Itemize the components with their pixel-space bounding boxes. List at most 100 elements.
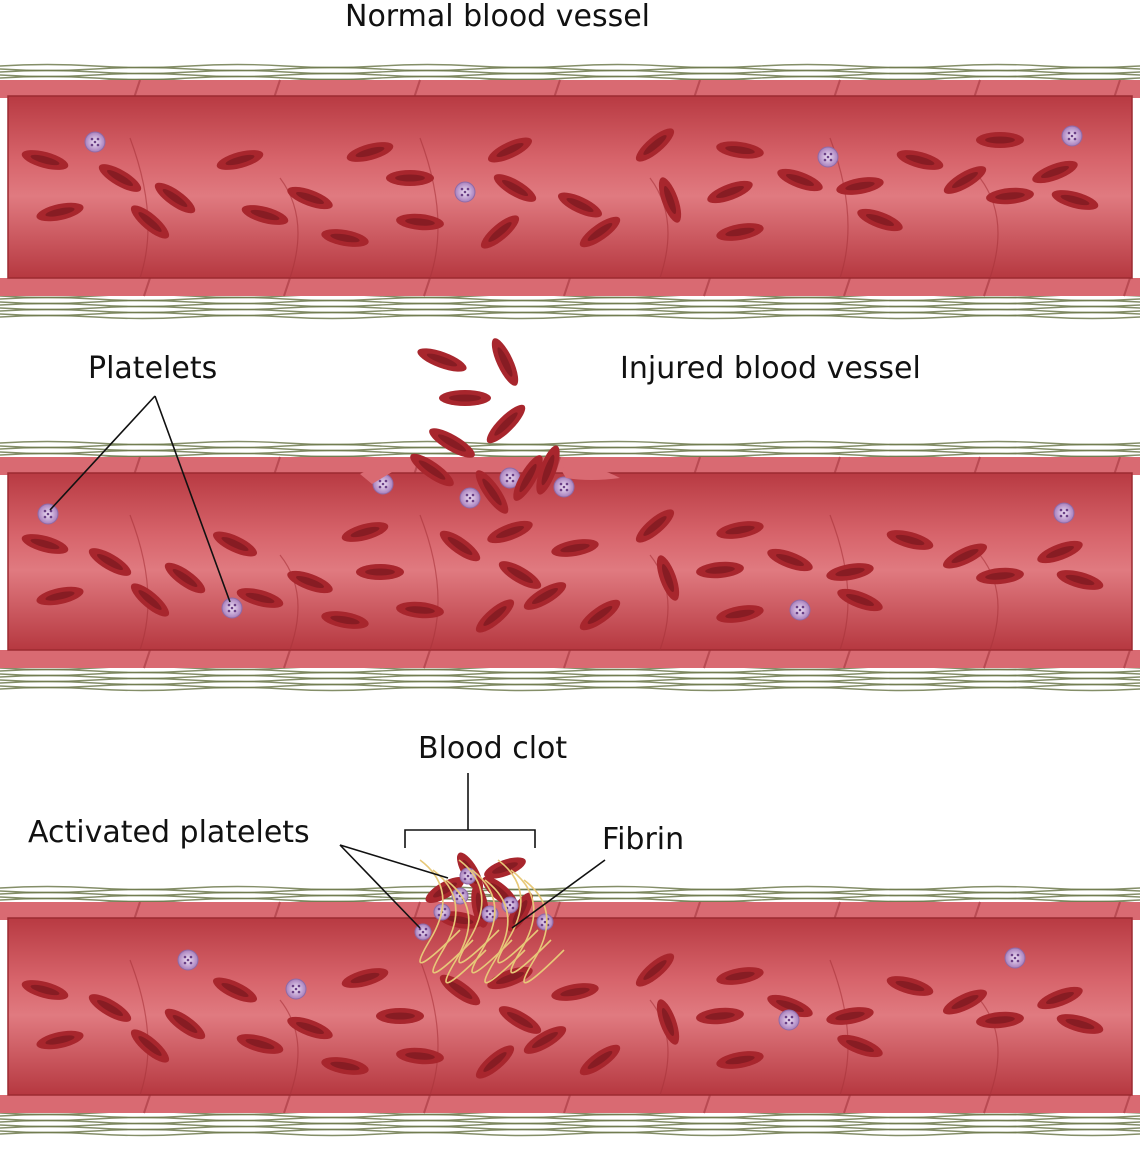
fibrin-strand [419,859,461,964]
fibrin-strand [484,879,526,984]
red-blood-cell [1032,160,1078,184]
red-blood-cell [658,177,682,223]
platelet [817,146,839,168]
vessel-lumen [8,918,1132,1095]
endothelial-border [419,514,439,651]
platelet [454,181,476,203]
wall-cell-border [693,901,701,921]
connective-fiber [0,1113,1140,1119]
red-blood-cell [21,534,69,554]
connective-fiber [0,302,1140,308]
connective-fiber [0,449,1140,455]
connective-fiber [0,894,1140,900]
red-blood-cell [341,522,389,542]
connective-fiber [0,72,1140,78]
wall-cell-border [1123,1094,1131,1114]
red-blood-cell [321,611,369,629]
red-blood-cell [1051,190,1099,210]
red-blood-cell [396,213,444,231]
wall-cell-border [143,649,151,669]
red-blood-cell [130,583,170,617]
wall-cell-border [423,1094,431,1114]
wall-flap [560,466,620,480]
wall-cell-border [273,901,281,921]
endothelial-border [979,177,999,279]
red-blood-cell [475,599,515,633]
endothelial-border [979,554,999,651]
wall-cell-border [143,277,151,297]
platelet [499,467,521,489]
red-blood-cell [321,229,369,247]
wall-cell-border [703,1094,711,1114]
platelet [778,1009,800,1031]
connective-fiber [0,308,1140,314]
leader-lines [49,395,606,929]
wall-cell-border [703,649,711,669]
platelet [536,913,554,931]
red-blood-cell [439,390,491,406]
red-blood-cell [212,977,258,1003]
red-blood-cell [487,520,533,544]
red-blood-cell [635,509,675,543]
red-blood-cell [896,150,944,170]
red-blood-cell [491,338,519,386]
wall-cell-border [1113,901,1121,921]
connective-fiber [0,891,1140,897]
normal-vessel [0,63,1140,320]
red-blood-cell [696,1007,744,1025]
wall-cell-border [133,901,141,921]
endothelial-border [279,999,299,1096]
wall-cell-border [973,79,981,99]
red-blood-cell [579,599,621,631]
platelet [1053,502,1075,524]
endothelial-border [649,554,669,651]
endothelial-border [419,959,439,1096]
red-blood-cell [36,202,84,222]
wall-cell-border [273,456,281,476]
fibrin-strand [432,869,474,974]
red-blood-cell [716,605,764,623]
wall-cell-border [423,649,431,669]
red-blood-cell [837,588,883,612]
connective-fiber [0,311,1140,317]
red-blood-cell [396,1047,444,1065]
endothelial-border [279,177,299,279]
red-blood-cell [886,976,934,996]
platelet [177,949,199,971]
leader-line-fibrin [511,859,606,929]
blood-clot-label: Blood clot [418,731,568,766]
red-blood-cell [486,404,526,444]
red-blood-cell [551,539,599,557]
escaping-cells [410,338,560,514]
red-blood-cell [346,142,394,162]
red-blood-cell [635,953,675,987]
red-blood-cell [425,877,465,903]
red-blood-cell [287,570,333,594]
red-blood-cell [826,563,874,581]
red-blood-cell [857,208,903,232]
platelet [221,597,243,619]
endothelial-border [829,959,849,1096]
red-blood-cell [767,994,813,1018]
red-blood-cell [241,205,289,225]
red-blood-cell [341,968,389,988]
red-blood-cell [942,543,988,569]
red-blood-cell [475,470,509,514]
red-blood-cell [212,531,258,557]
wall-cell-border [1113,79,1121,99]
red-blood-cell [716,223,764,241]
wall-cell-border [843,649,851,669]
red-blood-cell [513,455,543,501]
red-blood-cell [493,174,537,202]
wall-cell-border [133,79,141,99]
red-blood-cell [536,445,560,495]
red-blood-cell [287,1016,333,1040]
red-blood-cell [1056,570,1104,590]
red-blood-cell [236,1034,284,1054]
red-blood-cell [164,1008,206,1040]
red-blood-cell [164,562,206,594]
wall-cell-border [1123,649,1131,669]
red-blood-cell [579,216,621,248]
fibrin-strand [510,869,552,974]
red-blood-cell [236,588,284,608]
